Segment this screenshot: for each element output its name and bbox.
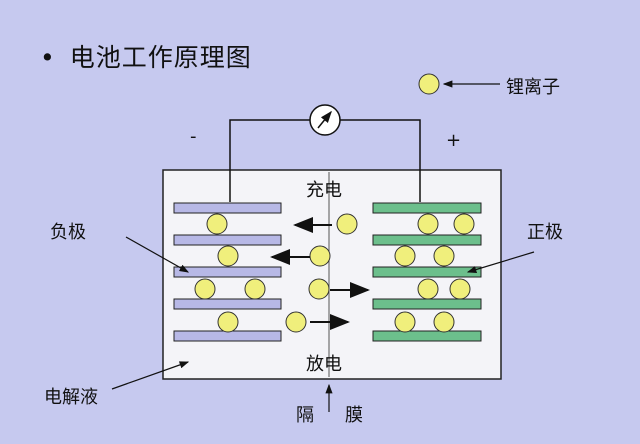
negative-plate [173,330,282,342]
positive-plate [372,266,482,278]
charge-label: 充电 [306,180,342,201]
positive-plate [372,330,482,342]
positive-plate [372,202,482,214]
lithium-ion-label: 锂离子 [506,77,560,98]
lithium-ion-icon [194,278,216,300]
lithium-ion-icon [417,278,439,300]
external-wire-right [340,119,421,202]
external-wire [229,119,310,202]
diagram-title: • 电池工作原理图 [40,38,252,74]
plus-sign: + [446,130,462,151]
negative-plates [173,202,282,342]
positive-plate [372,298,482,310]
negative-pointer [125,236,190,273]
legend-lithium-ion-icon [418,73,440,95]
positive-pointer [466,251,535,274]
lithium-ion-icon [394,311,416,333]
negative-plate [173,202,282,214]
lithium-ion-icon [394,245,416,267]
separator-label-left: 隔 [296,405,314,426]
lithium-ion-icon [453,213,475,235]
negative-plate [173,298,282,310]
lithium-ion-icon [417,213,439,235]
negative-plate [173,234,282,246]
lithium-ion-icon [285,311,307,333]
lithium-ion-icon [309,245,331,267]
lithium-ion-icon [217,245,239,267]
negative-plate [173,266,282,278]
lithium-ion-icon [433,311,455,333]
discharge-label: 放电 [306,354,342,375]
positive-plate [372,234,482,246]
lithium-ion-icon [308,278,330,300]
electrolyte-label: 电解液 [44,387,98,408]
lithium-ion-icon [206,213,228,235]
separator-label-right: 膜 [345,405,363,426]
lithium-ion-icon [336,213,358,235]
title-bullet: • [40,43,56,72]
lithium-ion-icon [217,311,239,333]
lithium-ion-icon [449,278,471,300]
lithium-ion-icon [433,245,455,267]
title-text: 电池工作原理图 [69,43,252,72]
electrolyte-pointer [111,361,190,390]
negative-electrode-label: 负极 [50,222,86,243]
lithium-ions [194,73,475,333]
lithium-ion-icon [244,278,266,300]
minus-sign: - [190,126,197,147]
meter-icon [309,104,341,136]
positive-electrode-label: 正极 [527,222,563,243]
